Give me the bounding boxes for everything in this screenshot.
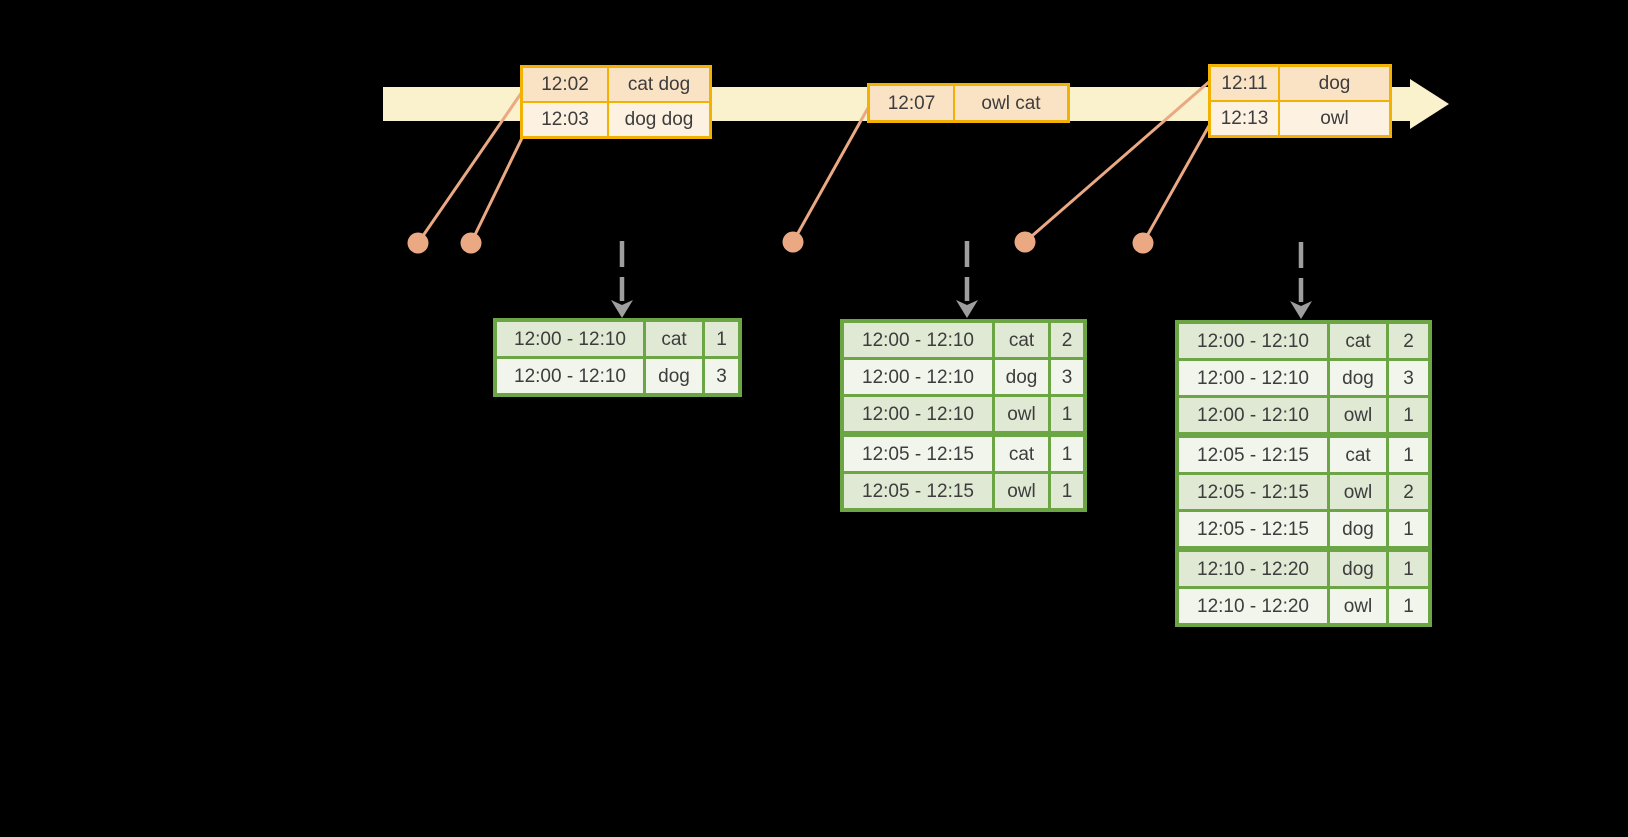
count-cell: 1	[1051, 437, 1083, 471]
word-cell: owl	[1330, 398, 1386, 432]
event-dot-icon	[1014, 231, 1036, 253]
words-cell: dog dog	[609, 103, 709, 136]
event-row: 12:07 owl cat	[870, 86, 1067, 120]
event-dot-icon	[407, 232, 429, 254]
word-cell: cat	[1330, 438, 1386, 472]
event-row: 12:11 dog	[1211, 67, 1389, 100]
window-cell: 12:10 - 12:20	[1179, 552, 1327, 586]
words-cell: owl cat	[955, 86, 1067, 120]
window-cell: 12:05 - 12:15	[1179, 512, 1327, 546]
word-cell: dog	[995, 360, 1048, 394]
window-cell: 12:00 - 12:10	[844, 397, 992, 431]
window-cell: 12:00 - 12:10	[497, 322, 643, 356]
word-cell: dog	[1330, 361, 1386, 395]
word-cell: dog	[1330, 552, 1386, 586]
word-cell: cat	[646, 322, 702, 356]
result-table-3: 12:00 - 12:10 cat 2 12:00 - 12:10 dog 3 …	[1175, 320, 1432, 627]
result-row: 12:00 - 12:10 dog 3	[497, 359, 738, 393]
result-table-1: 12:00 - 12:10 cat 1 12:00 - 12:10 dog 3	[493, 318, 742, 397]
word-cell: cat	[1330, 324, 1386, 358]
count-cell: 2	[1389, 324, 1428, 358]
count-cell: 3	[1389, 361, 1428, 395]
trigger-arrow-icon	[611, 241, 633, 318]
result-row: 12:05 - 12:15 owl 2	[1179, 475, 1428, 509]
window-cell: 12:00 - 12:10	[844, 323, 992, 357]
words-cell: owl	[1280, 102, 1389, 135]
event-table-3: 12:11 dog 12:13 owl	[1208, 64, 1392, 138]
result-row: 12:05 - 12:15 dog 1	[1179, 512, 1428, 546]
event-table-1: 12:02 cat dog 12:03 dog dog	[520, 65, 712, 139]
result-row: 12:00 - 12:10 owl 1	[1179, 398, 1428, 432]
result-row: 12:05 - 12:15 owl 1	[844, 474, 1083, 508]
window-cell: 12:05 - 12:15	[844, 437, 992, 471]
count-cell: 3	[705, 359, 738, 393]
word-cell: owl	[1330, 589, 1386, 623]
words-cell: dog	[1280, 67, 1389, 100]
count-cell: 1	[1389, 512, 1428, 546]
event-dot-icon	[1132, 232, 1154, 254]
words-cell: cat dog	[609, 68, 709, 101]
window-cell: 12:05 - 12:15	[1179, 438, 1327, 472]
word-cell: owl	[995, 474, 1048, 508]
count-cell: 1	[1389, 438, 1428, 472]
event-row: 12:13 owl	[1211, 102, 1389, 135]
result-row: 12:05 - 12:15 cat 1	[1179, 438, 1428, 472]
event-dot-icon	[782, 231, 804, 253]
connector-line	[1141, 122, 1212, 245]
time-cell: 12:02	[523, 68, 607, 101]
connector-line	[469, 134, 525, 245]
result-table-2: 12:00 - 12:10 cat 2 12:00 - 12:10 dog 3 …	[840, 319, 1087, 512]
result-row: 12:00 - 12:10 cat 1	[497, 322, 738, 356]
window-cell: 12:00 - 12:10	[1179, 398, 1327, 432]
result-row: 12:00 - 12:10 cat 2	[844, 323, 1083, 357]
timeline-arrowhead-icon	[1410, 79, 1449, 129]
trigger-arrow-icon	[1290, 242, 1312, 319]
count-cell: 1	[1389, 552, 1428, 586]
count-cell: 1	[1051, 397, 1083, 431]
count-cell: 2	[1051, 323, 1083, 357]
event-dot-icon	[460, 232, 482, 254]
result-row: 12:10 - 12:20 owl 1	[1179, 589, 1428, 623]
window-cell: 12:00 - 12:10	[1179, 361, 1327, 395]
count-cell: 1	[1051, 474, 1083, 508]
word-cell: owl	[995, 397, 1048, 431]
window-cell: 12:00 - 12:10	[1179, 324, 1327, 358]
count-cell: 2	[1389, 475, 1428, 509]
word-cell: owl	[1330, 475, 1386, 509]
event-row: 12:03 dog dog	[523, 103, 709, 136]
window-cell: 12:00 - 12:10	[497, 359, 643, 393]
connector-line	[1023, 79, 1212, 244]
count-cell: 1	[705, 322, 738, 356]
result-row: 12:00 - 12:10 dog 3	[844, 360, 1083, 394]
time-cell: 12:07	[870, 86, 953, 120]
connector-line	[791, 106, 870, 244]
result-row: 12:10 - 12:20 dog 1	[1179, 552, 1428, 586]
window-cell: 12:05 - 12:15	[1179, 475, 1327, 509]
event-table-2: 12:07 owl cat	[867, 83, 1070, 123]
word-cell: cat	[995, 323, 1048, 357]
connector-line	[416, 90, 524, 245]
result-row: 12:05 - 12:15 cat 1	[844, 437, 1083, 471]
word-cell: dog	[1330, 512, 1386, 546]
count-cell: 1	[1389, 398, 1428, 432]
result-row: 12:00 - 12:10 owl 1	[844, 397, 1083, 431]
event-row: 12:02 cat dog	[523, 68, 709, 101]
count-cell: 1	[1389, 589, 1428, 623]
word-cell: dog	[646, 359, 702, 393]
window-cell: 12:00 - 12:10	[844, 360, 992, 394]
count-cell: 3	[1051, 360, 1083, 394]
time-cell: 12:13	[1211, 102, 1278, 135]
result-row: 12:00 - 12:10 cat 2	[1179, 324, 1428, 358]
window-cell: 12:10 - 12:20	[1179, 589, 1327, 623]
word-cell: cat	[995, 437, 1048, 471]
trigger-arrow-icon	[956, 241, 978, 318]
time-cell: 12:11	[1211, 67, 1278, 100]
time-cell: 12:03	[523, 103, 607, 136]
window-cell: 12:05 - 12:15	[844, 474, 992, 508]
result-row: 12:00 - 12:10 dog 3	[1179, 361, 1428, 395]
